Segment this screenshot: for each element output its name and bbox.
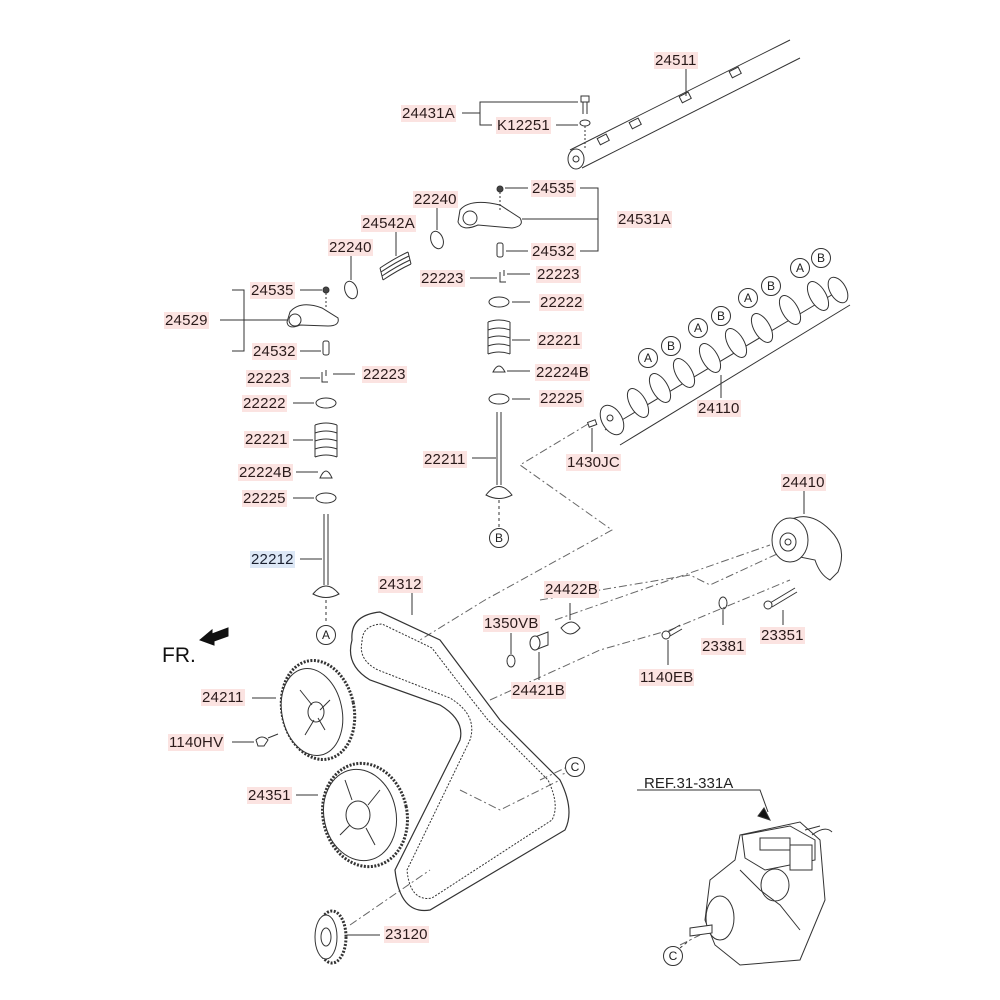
spring-24542A — [379, 230, 412, 281]
timing-belt — [349, 590, 570, 912]
reference-label[interactable]: REF.31-331A — [644, 775, 734, 792]
rocker-shaft — [567, 39, 801, 170]
part-label-22224B[interactable]: 22224B — [238, 464, 293, 481]
part-label-24422B[interactable]: 24422B — [544, 581, 599, 598]
crank-sprocket — [314, 909, 380, 965]
part-label-24529[interactable]: 24529 — [164, 312, 209, 329]
camshaft — [599, 276, 851, 446]
part-label-23351[interactable]: 23351 — [760, 627, 805, 644]
part-label-24535[interactable]: 24535 — [250, 282, 295, 299]
callout-a-cam: A — [790, 258, 810, 278]
valve-stack-center — [472, 296, 530, 527]
part-label-22221[interactable]: 22221 — [244, 431, 289, 448]
pump-sprocket — [296, 761, 409, 869]
part-label-24511[interactable]: 24511 — [654, 52, 698, 69]
part-label-22223[interactable]: 22223 — [362, 366, 407, 383]
part-label-K12251[interactable]: K12251 — [496, 117, 551, 134]
part-label-22240[interactable]: 22240 — [413, 191, 458, 208]
callout-a-cam: A — [638, 348, 658, 368]
part-label-23381[interactable]: 23381 — [701, 638, 746, 655]
callout-b-valve: B — [489, 528, 509, 548]
valve-stack-left — [293, 397, 340, 624]
part-label-24211[interactable]: 24211 — [201, 689, 245, 706]
front-direction-label: FR. — [162, 644, 196, 667]
part-label-24542A[interactable]: 24542A — [361, 215, 416, 232]
part-label-22212-selected[interactable]: 22212 — [250, 551, 295, 568]
part-label-1140HV[interactable]: 1140HV — [168, 734, 225, 751]
part-label-22223[interactable]: 22223 — [536, 266, 581, 283]
rocker-arm-left — [220, 286, 355, 383]
front-arrow-icon — [199, 627, 229, 646]
part-label-24431A[interactable]: 24431A — [401, 105, 456, 122]
rocker-arm-right — [457, 185, 599, 258]
cam-sprocket — [232, 659, 357, 761]
part-label-22225[interactable]: 22225 — [242, 490, 287, 507]
alignment-lines — [349, 423, 791, 946]
part-label-1430JC[interactable]: 1430JC — [566, 454, 621, 471]
callout-a-cam: A — [738, 288, 758, 308]
part-label-24421B[interactable]: 24421B — [511, 682, 566, 699]
part-label-22211[interactable]: 22211 — [423, 451, 467, 468]
part-label-24351[interactable]: 24351 — [247, 787, 292, 804]
part-label-24531A[interactable]: 24531A — [617, 211, 672, 228]
part-label-24110[interactable]: 24110 — [697, 400, 741, 417]
part-label-22240[interactable]: 22240 — [328, 239, 373, 256]
part-label-24532[interactable]: 24532 — [252, 343, 297, 360]
part-label-1140EB[interactable]: 1140EB — [639, 669, 695, 686]
callout-b-cam: B — [661, 336, 681, 356]
part-label-24410[interactable]: 24410 — [781, 474, 826, 491]
part-label-23120[interactable]: 23120 — [384, 926, 429, 943]
part-label-24532[interactable]: 24532 — [531, 243, 576, 260]
part-label-1350VB[interactable]: 1350VB — [483, 615, 540, 632]
part-label-24535[interactable]: 24535 — [531, 180, 576, 197]
bolt-24431A — [579, 95, 591, 148]
part-label-22223[interactable]: 22223 — [420, 270, 465, 287]
callout-a-valve: A — [316, 625, 336, 645]
tensioner-pulley — [771, 488, 843, 581]
part-label-22225[interactable]: 22225 — [539, 390, 584, 407]
tensioner-hardware — [506, 587, 798, 680]
part-label-22224B[interactable]: 22224B — [535, 364, 590, 381]
callout-c-belt: C — [565, 757, 585, 777]
part-label-22222[interactable]: 22222 — [539, 294, 584, 311]
part-label-24312[interactable]: 24312 — [378, 576, 423, 593]
callout-a-cam: A — [688, 318, 708, 338]
part-label-22221[interactable]: 22221 — [537, 332, 582, 349]
callout-b-cam: B — [811, 248, 831, 268]
callout-b-cam: B — [761, 276, 781, 296]
injection-pump — [637, 789, 833, 966]
callout-c-pump: C — [663, 946, 683, 966]
part-label-22222[interactable]: 22222 — [242, 395, 287, 412]
part-label-22223[interactable]: 22223 — [246, 370, 291, 387]
callout-b-cam: B — [711, 306, 731, 326]
